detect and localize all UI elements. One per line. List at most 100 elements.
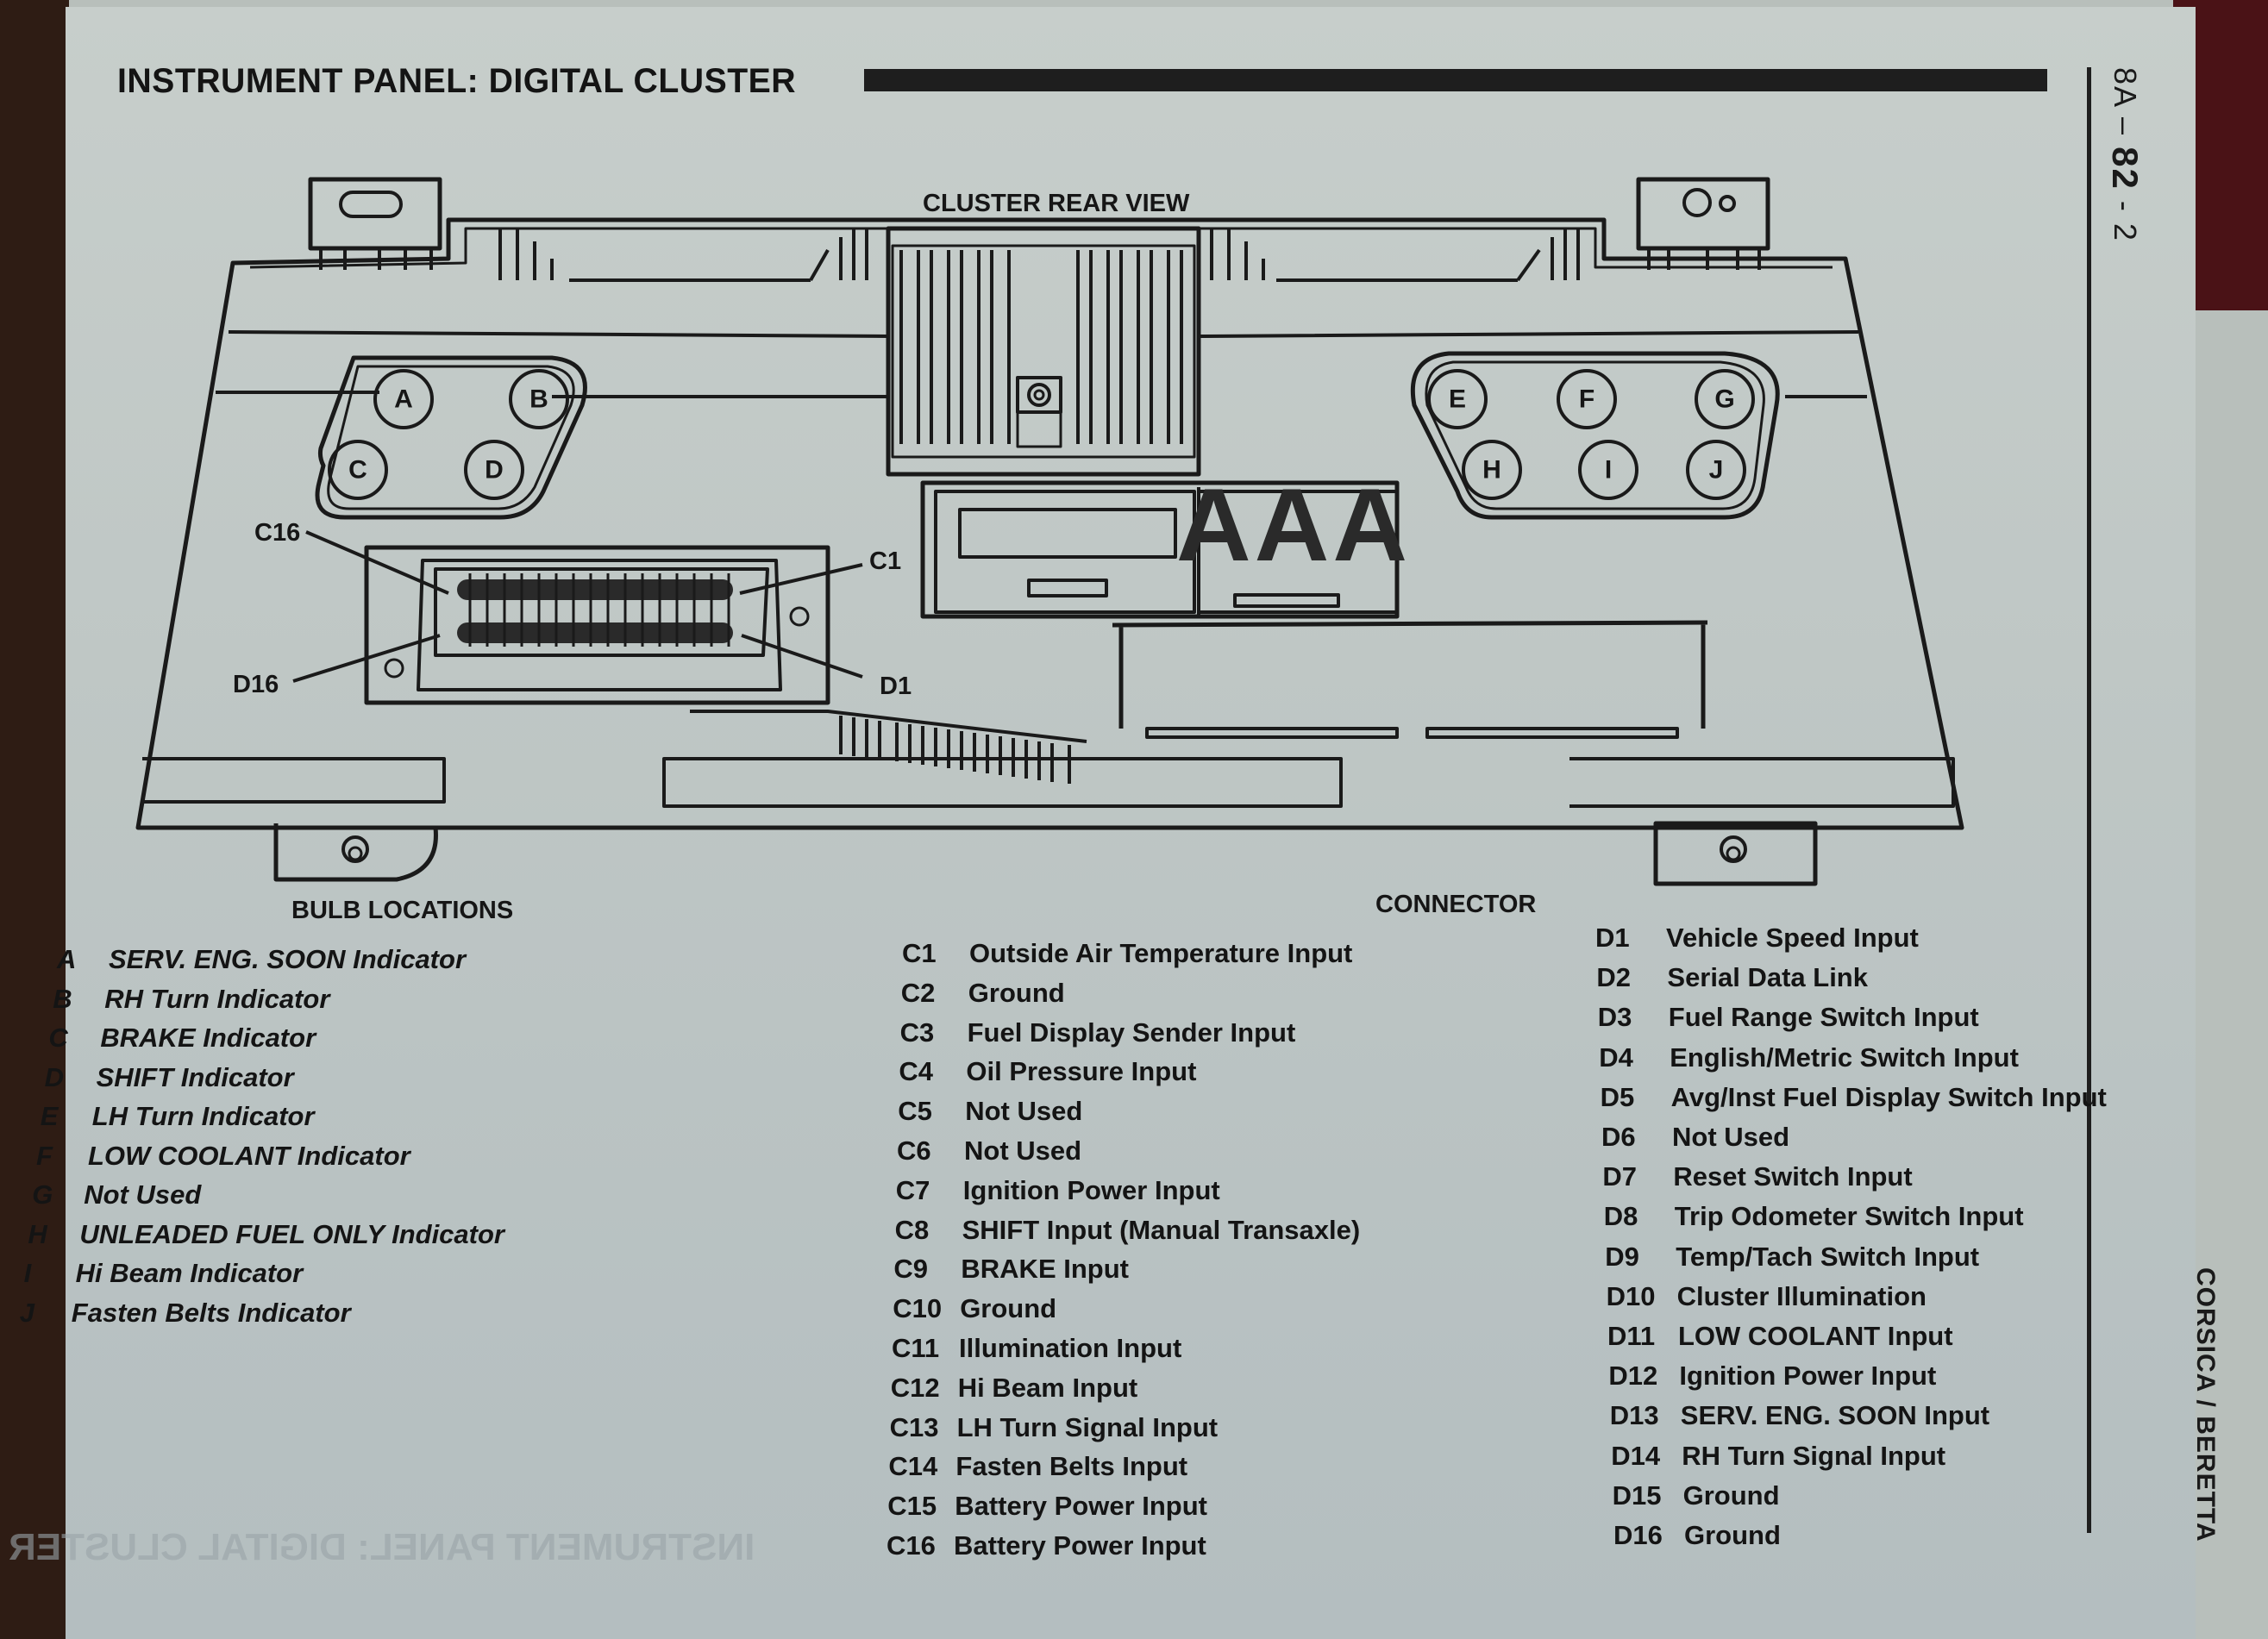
- diagram-title: CLUSTER REAR VIEW: [923, 190, 1190, 217]
- housing-outline: [135, 217, 1964, 830]
- connector-c-row-code: C14: [888, 1451, 938, 1482]
- callout-d1: D1: [880, 672, 912, 700]
- bulb-location-row: D SHIFT Indicator: [45, 1062, 294, 1093]
- bulb-circle-b: [509, 369, 569, 429]
- connector-d-row-description: Reset Switch Input: [1673, 1161, 1913, 1192]
- ribbon-pins: [839, 716, 1071, 784]
- right-bottom-tab: [1653, 821, 1818, 886]
- bulb-location-row-code: C: [48, 1023, 68, 1053]
- margin-rule: [2087, 67, 2091, 1533]
- connector-d-row-code: D7: [1602, 1161, 1638, 1192]
- connector-d-row-description: Trip Odometer Switch Input: [1674, 1201, 2024, 1232]
- connector-c-row-description: Battery Power Input: [955, 1491, 1208, 1522]
- connector-d-row-code: D13: [1609, 1400, 1659, 1431]
- bulb-circle-j: [1686, 440, 1746, 500]
- connector-c-row-code: C5: [898, 1096, 932, 1127]
- left-bulb-pod: [315, 355, 587, 520]
- connector-c-row-description: Outside Air Temperature Input: [969, 938, 1353, 968]
- connector-d-row-code: D15: [1612, 1479, 1662, 1511]
- connector-d-row-code: D1: [1595, 923, 1630, 953]
- bulb-location-row: G Not Used: [32, 1179, 201, 1210]
- connector-d-row-description: Avg/Inst Fuel Display Switch Input: [1670, 1081, 2107, 1112]
- bulb-location-row-description: LH Turn Indicator: [91, 1101, 315, 1131]
- bulb-label-f: F: [1579, 385, 1594, 414]
- connector-c-row-code: C4: [899, 1056, 934, 1087]
- connector-c-row: C3 Fuel Display Sender Input: [900, 1017, 1296, 1048]
- page-title: INSTRUMENT PANEL: DIGITAL CLUSTER: [117, 62, 797, 100]
- bulb-location-row-description: Not Used: [84, 1179, 202, 1210]
- connector-c-row-code: C2: [900, 977, 936, 1008]
- bulb-location-row-code: D: [44, 1061, 64, 1092]
- title-rule: [864, 69, 2047, 91]
- connector-d-row: D11 LOW COOLANT Input: [1607, 1321, 1953, 1352]
- bulb-label-b: B: [529, 385, 548, 414]
- bulb-location-row-description: SERV. ENG. SOON Indicator: [109, 944, 467, 974]
- connector-pins: [457, 579, 733, 643]
- vehicle-label: CORSICA / BERETTA: [2191, 1267, 2220, 1542]
- connector-d-row-code: D6: [1601, 1122, 1636, 1152]
- bulb-location-row-code: A: [57, 944, 77, 974]
- bulb-label-g: G: [1714, 385, 1734, 414]
- connector-c-row: C4 Oil Pressure Input: [899, 1056, 1196, 1087]
- connector-d-row: D7 Reset Switch Input: [1602, 1161, 1912, 1192]
- connector-d-row-code: D11: [1607, 1321, 1656, 1351]
- connector-d-row-description: RH Turn Signal Input: [1682, 1440, 1946, 1471]
- connector-heading: CONNECTOR: [1375, 891, 1536, 918]
- connector-c-row-description: Illumination Input: [959, 1333, 1182, 1363]
- connector-c-row-description: Not Used: [965, 1096, 1083, 1127]
- left-bottom-tab: [273, 823, 438, 882]
- connector-c-row-description: Not Used: [964, 1135, 1082, 1166]
- connector-c-row-code: C12: [890, 1372, 940, 1403]
- bulb-location-row-description: BRAKE Indicator: [100, 1023, 316, 1053]
- connector-d-row-code: D2: [1596, 962, 1632, 993]
- connector-d-row-code: D14: [1611, 1440, 1661, 1471]
- bulb-location-row-description: SHIFT Indicator: [96, 1061, 294, 1092]
- bulb-location-row-code: G: [32, 1179, 53, 1210]
- bulb-circle-a: [373, 369, 434, 429]
- connector-d-row-description: Ignition Power Input: [1679, 1361, 1937, 1392]
- bulb-location-row-code: F: [36, 1140, 53, 1171]
- connector-c-row-code: C13: [889, 1411, 939, 1442]
- connector-c-row-description: Fasten Belts Input: [955, 1451, 1188, 1482]
- connector-c-row-code: C3: [899, 1017, 935, 1048]
- left-mount-bracket: [308, 177, 442, 251]
- connector-d-row-description: Vehicle Speed Input: [1666, 923, 1919, 953]
- connector-c-row: C14 Fasten Belts Input: [888, 1451, 1187, 1482]
- bulb-location-row-code: I: [23, 1258, 32, 1288]
- bulb-circle-f: [1557, 369, 1617, 429]
- callout-c16: C16: [254, 519, 300, 547]
- bulb-location-row-code: H: [28, 1218, 47, 1249]
- connector-c-row-description: Ground: [968, 977, 1065, 1008]
- callout-c1: C1: [869, 547, 901, 575]
- connector-c-row-description: Fuel Display Sender Input: [967, 1017, 1296, 1048]
- connector-d-row-description: LOW COOLANT Input: [1678, 1321, 1953, 1351]
- display-segment-glyphs: AAA: [1176, 467, 1411, 583]
- bulb-label-i: I: [1605, 456, 1612, 485]
- bulb-location-row-description: LOW COOLANT Indicator: [88, 1140, 410, 1171]
- bulb-circle-d: [464, 440, 524, 500]
- connector-c-row-description: Battery Power Input: [954, 1530, 1206, 1561]
- connector-d-row: D15 Ground: [1613, 1480, 1780, 1511]
- page-number-suffix: - 2: [2108, 200, 2143, 242]
- bulb-location-row-code: B: [53, 983, 72, 1014]
- connector-d-row-description: Ground: [1682, 1479, 1780, 1511]
- connector-c-row-code: C16: [887, 1530, 936, 1561]
- connector-c-row-description: Oil Pressure Input: [966, 1056, 1197, 1087]
